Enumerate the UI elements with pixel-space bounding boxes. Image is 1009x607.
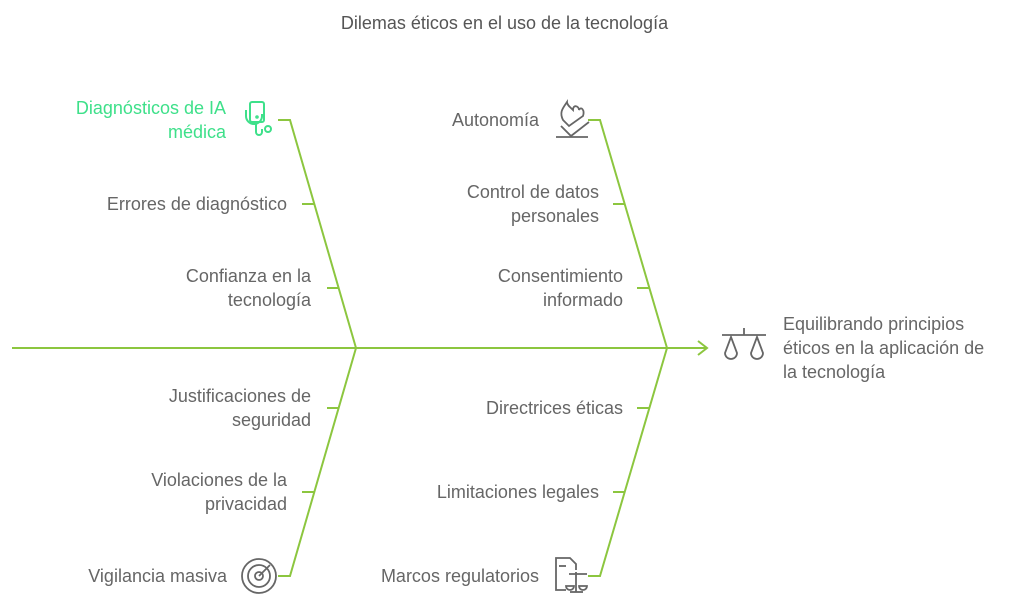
scales-icon <box>722 328 766 360</box>
category-mass-surveillance: Vigilancia masiva <box>88 566 227 586</box>
spine-arrowhead <box>697 340 709 356</box>
cause-label: Confianza en la tecnología <box>185 266 311 310</box>
bone-upper-left <box>278 119 357 349</box>
radar-icon <box>241 558 277 594</box>
bone-upper-right <box>588 119 668 349</box>
cause-label: Directrices éticas <box>485 398 623 418</box>
cause-label: Violaciones de la privacidad <box>151 470 287 514</box>
category-medical-ai: Diagnósticos de IA médica <box>75 98 226 142</box>
cause-label: Justificaciones de seguridad <box>168 386 311 430</box>
cause-label: Errores de diagnóstico <box>106 194 287 214</box>
bone-lower-left <box>278 347 357 577</box>
medical-phone-stethoscope-icon <box>245 101 272 136</box>
bone-lower-right <box>588 347 668 577</box>
cause-label: Consentimiento informado <box>497 266 623 310</box>
diagram-title: Dilemas éticos en el uso de la tecnologí… <box>340 13 669 33</box>
category-regulatory-frameworks: Marcos regulatorios <box>380 566 539 586</box>
cause-label: Control de datos personales <box>466 182 599 226</box>
cause-label: Limitaciones legales <box>436 482 599 502</box>
hand-fire-icon <box>556 99 590 138</box>
effect-label: Equilibrando principios éticos en la apl… <box>783 314 985 382</box>
category-autonomy: Autonomía <box>451 110 539 130</box>
legal-document-icon <box>555 557 588 593</box>
